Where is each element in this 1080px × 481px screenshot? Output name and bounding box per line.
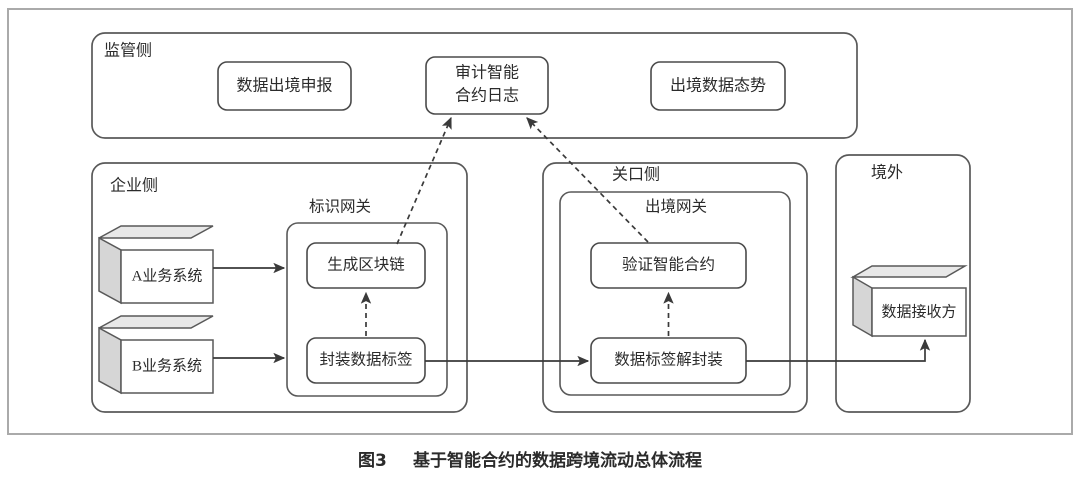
data-receiver-top-face — [850, 265, 968, 278]
group-enterprise — [91, 162, 468, 413]
group-overseas — [835, 154, 971, 413]
business-system-b-front-face — [120, 339, 214, 394]
group-regulator-label: 监管侧 — [104, 42, 152, 60]
node-audit-contract-log[interactable] — [425, 56, 549, 115]
group-identity-gateway — [286, 222, 448, 397]
business-system-a-top-face — [98, 225, 214, 239]
node-data-receiver[interactable]: 数据接收方 — [850, 265, 968, 338]
business-system-b-top-face — [98, 315, 214, 329]
business-system-b-side-face — [98, 326, 122, 395]
data-receiver-side-face — [852, 275, 873, 338]
node-generate-blockchain-label: 生成区块链 — [327, 256, 405, 274]
node-audit-contract-log-label-line2: 合约日志 — [455, 87, 519, 105]
group-exit-gateway — [559, 191, 791, 396]
node-business-system-a[interactable]: A业务系统 — [98, 225, 214, 305]
group-identity-gateway-label: 标识网关 — [309, 198, 371, 216]
edge-generate-blockchain-to-audit-log — [396, 116, 452, 245]
group-enterprise-label: 企业侧 — [110, 177, 158, 195]
edge-decapsulation-to-data-receiver — [746, 338, 931, 362]
node-data-receiver-label: 数据接收方 — [881, 303, 956, 320]
group-customs-label: 关口侧 — [612, 166, 660, 184]
node-verify-smart-contract[interactable] — [590, 242, 747, 289]
node-encapsulate-data-tag-label: 封装数据标签 — [319, 351, 412, 369]
node-data-export-declaration-label: 数据出境申报 — [236, 76, 332, 95]
node-export-data-situation-label: 出境数据态势 — [670, 76, 766, 95]
group-regulator — [91, 32, 858, 139]
node-business-system-a-label: A业务系统 — [132, 267, 203, 284]
figure-caption-title: 基于智能合约的数据跨境流动总体流程 — [412, 450, 702, 471]
node-data-export-declaration[interactable] — [217, 61, 352, 111]
node-verify-smart-contract-label: 验证智能合约 — [622, 256, 715, 274]
node-business-system-b[interactable]: B业务系统 — [98, 315, 214, 395]
business-system-a-front-face — [120, 249, 214, 304]
group-customs — [542, 162, 808, 413]
group-exit-gateway-label: 出境网关 — [645, 197, 707, 216]
business-system-a-side-face — [98, 236, 122, 305]
data-receiver-front-face — [871, 287, 967, 337]
group-overseas-label: 境外 — [871, 163, 903, 182]
node-data-tag-decapsulation-label: 数据标签解封装 — [614, 351, 723, 369]
node-audit-contract-log-label-line1: 审计智能 — [455, 64, 519, 82]
figure-caption-number: 图3 — [358, 451, 387, 471]
node-export-data-situation[interactable] — [650, 61, 786, 111]
node-business-system-b-label: B业务系统 — [132, 357, 202, 374]
edge-verify-contract-to-audit-log — [526, 117, 649, 243]
node-generate-blockchain[interactable] — [306, 242, 426, 289]
